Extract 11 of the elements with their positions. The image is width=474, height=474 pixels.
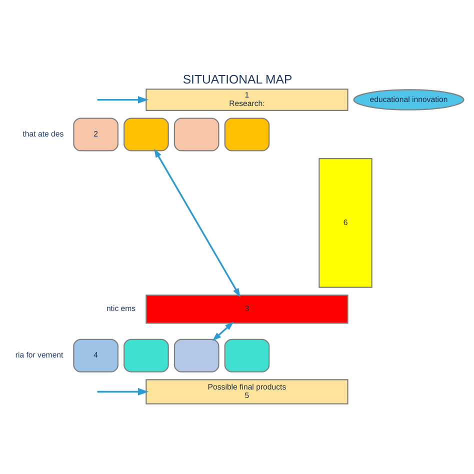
arrow: [96, 96, 148, 104]
node-box: [173, 117, 219, 151]
node-box: [224, 338, 270, 372]
arrow: [96, 388, 148, 395]
arrow: [154, 148, 240, 297]
diagram-title: SITUATIONAL MAP: [182, 72, 292, 86]
node-box: [123, 338, 168, 372]
node-box: [123, 117, 168, 151]
arrow: [212, 321, 234, 340]
node-box: [224, 117, 270, 151]
node-box: [173, 338, 219, 372]
